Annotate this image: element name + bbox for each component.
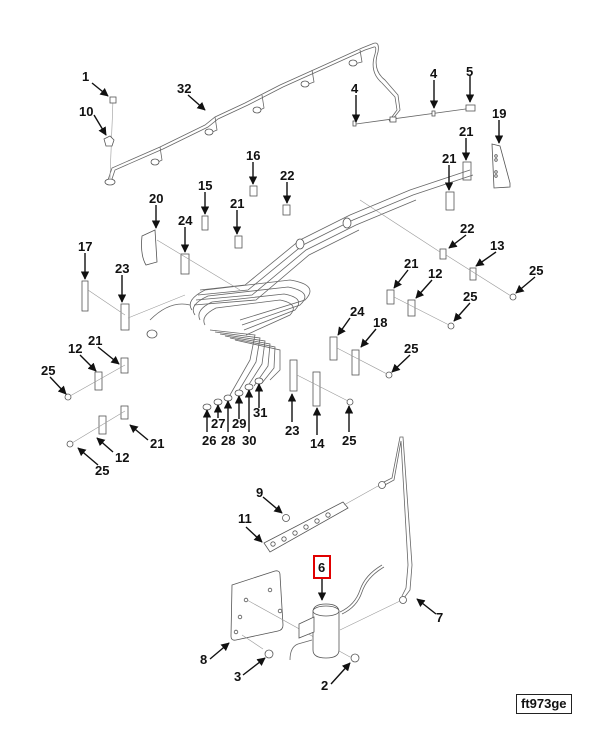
callout-label[interactable]: 10: [79, 104, 93, 119]
callout-label[interactable]: 15: [198, 178, 212, 193]
callout-label[interactable]: 31: [253, 405, 267, 420]
callout-label[interactable]: 26: [202, 433, 216, 448]
callout-label[interactable]: 4: [430, 66, 438, 81]
callout-label[interactable]: 9: [256, 485, 263, 500]
callout-label[interactable]: 1: [82, 69, 89, 84]
callout-label[interactable]: 4: [351, 81, 359, 96]
callout-label[interactable]: 25: [342, 433, 356, 448]
callout-label[interactable]: 22: [280, 168, 294, 183]
callout-label[interactable]: 20: [149, 191, 163, 206]
callout-labels: 1 10 32 4 4 5 19 21 21 16 22 15 21 20 24…: [41, 64, 543, 693]
callout-label[interactable]: 32: [177, 81, 191, 96]
callout-label[interactable]: 21: [459, 124, 473, 139]
clamp-parts: [64, 185, 291, 448]
callout-label[interactable]: 30: [242, 433, 256, 448]
callout-label[interactable]: 17: [78, 239, 92, 254]
fuel-filter-assembly: [230, 436, 413, 663]
callout-label[interactable]: 22: [460, 221, 474, 236]
callout-label[interactable]: 29: [232, 416, 246, 431]
callout-label[interactable]: 21: [150, 436, 164, 451]
callout-label[interactable]: 21: [404, 256, 418, 271]
injection-line-bundle: [146, 169, 474, 411]
callout-label[interactable]: 23: [115, 261, 129, 276]
callout-label[interactable]: 16: [246, 148, 260, 163]
callout-label[interactable]: 19: [492, 106, 506, 121]
callout-label[interactable]: 12: [115, 450, 129, 465]
bleed-screw-assembly: [103, 96, 117, 179]
callout-label[interactable]: 25: [404, 341, 418, 356]
callout-label[interactable]: 12: [428, 266, 442, 281]
callout-label[interactable]: 25: [95, 463, 109, 478]
callout-arrows: [49, 75, 536, 685]
callout-label[interactable]: 21: [88, 333, 102, 348]
callout-label[interactable]: 5: [466, 64, 473, 79]
callout-label[interactable]: 11: [238, 511, 252, 526]
callout-label[interactable]: 24: [350, 304, 365, 319]
callout-label[interactable]: 14: [310, 436, 325, 451]
callout-label[interactable]: 21: [442, 151, 456, 166]
callout-label[interactable]: 25: [463, 289, 477, 304]
callout-label[interactable]: 13: [490, 238, 504, 253]
callout-label[interactable]: 25: [529, 263, 543, 278]
callout-label[interactable]: 28: [221, 433, 235, 448]
callout-label[interactable]: 8: [200, 652, 207, 667]
callout-label-highlighted[interactable]: 6: [318, 560, 325, 575]
callout-label[interactable]: 23: [285, 423, 299, 438]
callout-label[interactable]: 7: [436, 610, 443, 625]
callout-label[interactable]: 21: [230, 196, 244, 211]
callout-label[interactable]: 25: [41, 363, 55, 378]
callout-label[interactable]: 24: [178, 213, 193, 228]
fuel-return-line: [104, 42, 401, 186]
clamp-parts-right: [289, 199, 517, 407]
figure-id-label: ft973ge: [516, 694, 572, 714]
callout-label[interactable]: 27: [211, 416, 225, 431]
callout-label[interactable]: 2: [321, 678, 328, 693]
callout-label[interactable]: 3: [234, 669, 241, 684]
callout-highlight-box: [313, 555, 331, 579]
callout-label[interactable]: 18: [373, 315, 387, 330]
return-hose: [352, 104, 476, 127]
callout-label[interactable]: 12: [68, 341, 82, 356]
